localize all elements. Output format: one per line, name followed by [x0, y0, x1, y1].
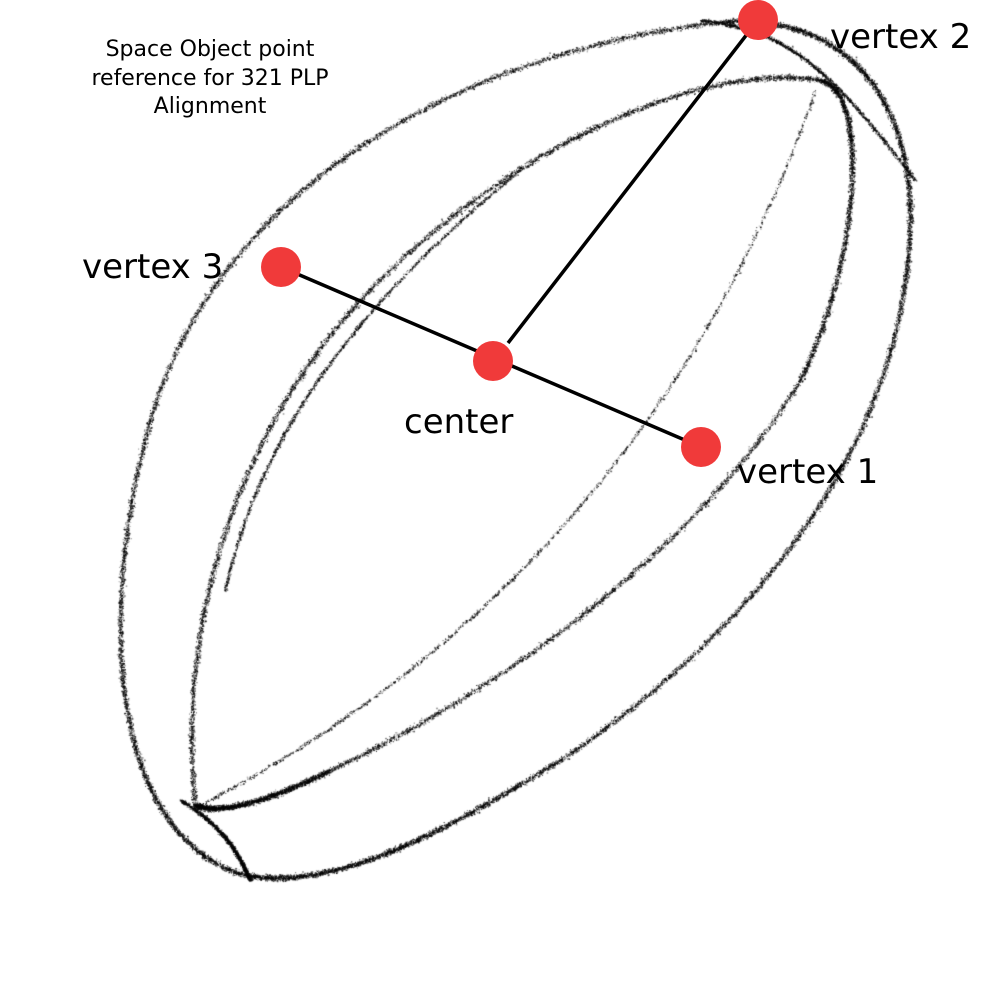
vertex-1-marker: [681, 427, 721, 467]
vertex-2-label: vertex 2: [830, 17, 972, 57]
vertex-3-label: vertex 3: [82, 247, 224, 287]
diagram-caption: Space Object point reference for 321 PLP…: [91, 37, 329, 120]
vertex-2-marker: [738, 0, 778, 40]
vertex-3-marker: [261, 247, 301, 287]
vertex-1-label: vertex 1: [737, 452, 879, 492]
center-marker: [473, 341, 513, 381]
center-label: center: [404, 402, 514, 442]
connector-center-to-vertex2: [506, 18, 760, 345]
